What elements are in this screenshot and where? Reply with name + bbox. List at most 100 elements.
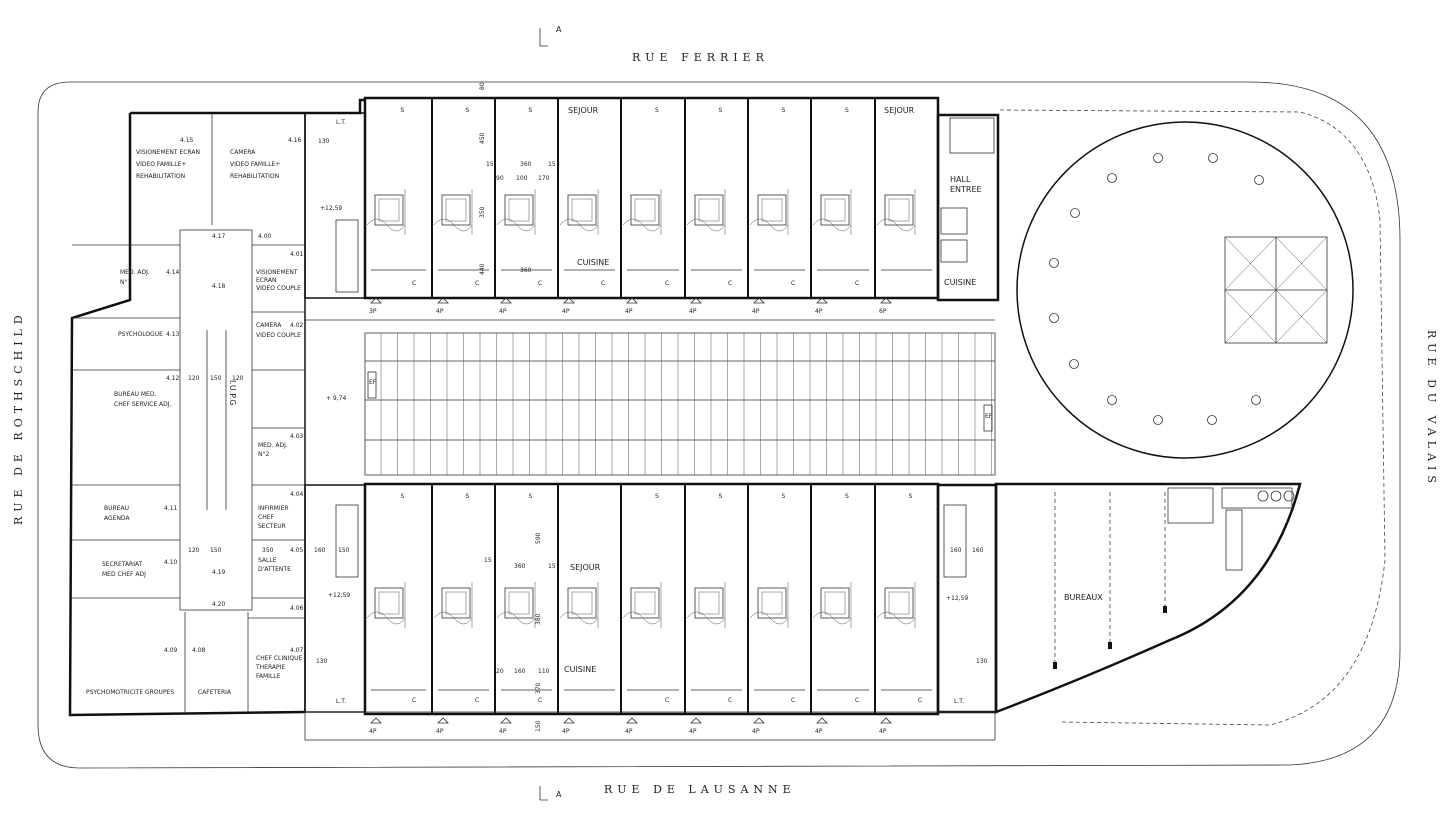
north-unit-entrance: 4P bbox=[499, 297, 512, 315]
rotunda-column bbox=[1069, 359, 1079, 369]
plan-label: 4P bbox=[369, 728, 377, 735]
room-4-13: PSYCHOLOGUE 4.13 bbox=[118, 331, 180, 338]
svg-text:ECRAN: ECRAN bbox=[256, 277, 277, 284]
plan-label: C bbox=[665, 697, 669, 704]
plan-label: 4P bbox=[752, 728, 760, 735]
plan-label: 4P bbox=[815, 728, 823, 735]
north-unit-entrance: 4P bbox=[752, 297, 765, 315]
plan-label: S bbox=[401, 107, 405, 114]
svg-text:MED. ADJ.: MED. ADJ. bbox=[258, 442, 288, 449]
svg-text:+12,59: +12,59 bbox=[328, 592, 350, 599]
rotunda-column bbox=[1153, 415, 1163, 425]
room-4-15: VISIONEMENT ECRAN VIDEO FAMILLE+ REHABIL… bbox=[136, 137, 200, 180]
street-east-label: RUE DU VALAIS bbox=[1425, 330, 1438, 488]
svg-text:130: 130 bbox=[976, 658, 988, 665]
room-number: 4.19 bbox=[212, 569, 226, 576]
sejour-label: SEJOUR bbox=[884, 106, 915, 115]
svg-text:PSYCHOMOTRICITE GROUPES: PSYCHOMOTRICITE GROUPES bbox=[86, 689, 174, 696]
street-north-label: RUE FERRIER bbox=[632, 51, 769, 64]
plan-label: S bbox=[909, 493, 913, 500]
north-unit-entrance: 4P bbox=[815, 297, 828, 315]
room-4-07: CHEF CLINIQUE THERAPIE FAMILLE 4.07 bbox=[255, 647, 304, 680]
plan-label: S bbox=[655, 493, 659, 500]
south-unit-entrance: 4P bbox=[815, 717, 828, 735]
svg-text:4.15: 4.15 bbox=[180, 137, 194, 144]
plan-label: C bbox=[728, 697, 732, 704]
plan-label: S bbox=[845, 107, 849, 114]
svg-text:AGENDA: AGENDA bbox=[104, 515, 130, 522]
plan-label: C bbox=[601, 280, 605, 287]
plan-label: 4P bbox=[436, 728, 444, 735]
svg-text:CHEF: CHEF bbox=[258, 514, 274, 521]
plan-label: 4P bbox=[815, 308, 823, 315]
room-4-10: SECRETARIAT MED CHEF ADJ 4.10 bbox=[102, 559, 178, 578]
svg-text:4.03: 4.03 bbox=[290, 433, 304, 440]
svg-text:160: 160 bbox=[314, 547, 326, 554]
plan-label: C bbox=[791, 697, 795, 704]
south-dwelling-unit: 4P bbox=[557, 484, 615, 735]
svg-text:VIDEO FAMILLE+: VIDEO FAMILLE+ bbox=[230, 161, 280, 168]
plan-label: 4P bbox=[625, 728, 633, 735]
sidewalk-inner-line bbox=[999, 109, 1386, 726]
svg-text:ENTREE: ENTREE bbox=[950, 185, 982, 194]
svg-text:MED. ADJ.: MED. ADJ. bbox=[120, 269, 150, 276]
plan-label: C bbox=[538, 697, 542, 704]
dimension: 370 bbox=[535, 682, 542, 694]
dimension: 160 bbox=[514, 668, 526, 675]
plan-label: C bbox=[475, 697, 479, 704]
plan-label: 4P bbox=[562, 728, 570, 735]
plan-label: C bbox=[412, 280, 416, 287]
dimension: 590 bbox=[535, 532, 542, 544]
room-4-14: MED. ADJ. N°1 4.14 bbox=[120, 269, 180, 286]
dimension: 360 bbox=[520, 161, 532, 168]
svg-text:SECTEUR: SECTEUR bbox=[258, 523, 286, 530]
south-unit-entrance: 4P bbox=[562, 717, 575, 735]
svg-text:+12,59: +12,59 bbox=[946, 595, 968, 602]
south-unit-entrance: 4P bbox=[436, 717, 449, 735]
svg-text:A: A bbox=[556, 790, 562, 799]
plan-label: S bbox=[782, 107, 786, 114]
svg-text:N°1: N°1 bbox=[120, 279, 131, 286]
svg-text:SALLE: SALLE bbox=[258, 557, 277, 564]
rotunda-column bbox=[1208, 153, 1218, 163]
svg-text:VIDEO COUPLE: VIDEO COUPLE bbox=[256, 285, 301, 292]
plan-label: S bbox=[466, 493, 470, 500]
bureaux-label: BUREAUX bbox=[1064, 593, 1103, 602]
rotunda-column bbox=[1049, 313, 1059, 323]
svg-text:CAMERA: CAMERA bbox=[230, 149, 256, 156]
dimension: 120 bbox=[188, 375, 200, 382]
svg-text:L.T.: L.T. bbox=[336, 698, 346, 705]
south-unit-entrance: 4P bbox=[499, 717, 512, 735]
street-south-label: RUE DE LAUSANNE bbox=[604, 783, 796, 796]
plan-label: S bbox=[401, 493, 405, 500]
dimension: 80 bbox=[479, 82, 486, 90]
site-boundary bbox=[37, 81, 1401, 769]
svg-text:PSYCHOLOGUE: PSYCHOLOGUE bbox=[118, 331, 163, 338]
plan-label: 4P bbox=[625, 308, 633, 315]
plan-label: S bbox=[529, 107, 533, 114]
north-unit-entrance: 6P bbox=[879, 297, 892, 315]
entrance-hall: HALL ENTREE CUISINE bbox=[936, 113, 1000, 302]
bureaux-wing: BUREAUX bbox=[994, 482, 1302, 714]
svg-text:CAMERA: CAMERA bbox=[256, 322, 282, 329]
core-north-west: L.T. 130 +12,59 bbox=[304, 112, 366, 299]
rotunda-lightwells bbox=[1224, 236, 1328, 344]
iupg-label: I.U.P.G bbox=[228, 380, 237, 406]
plan-label: 4P bbox=[752, 308, 760, 315]
svg-text:BUREAU MED.: BUREAU MED. bbox=[114, 391, 156, 398]
svg-text:160: 160 bbox=[950, 547, 962, 554]
svg-text:160: 160 bbox=[972, 547, 984, 554]
level-mark: + 9,74 bbox=[326, 395, 346, 402]
north-dwelling-unit: 6P bbox=[874, 98, 932, 315]
plan-label: S bbox=[655, 107, 659, 114]
south-dwelling-unit: S C 4P bbox=[620, 484, 679, 735]
rotunda-column bbox=[1207, 415, 1217, 425]
svg-text:4.10: 4.10 bbox=[164, 559, 178, 566]
